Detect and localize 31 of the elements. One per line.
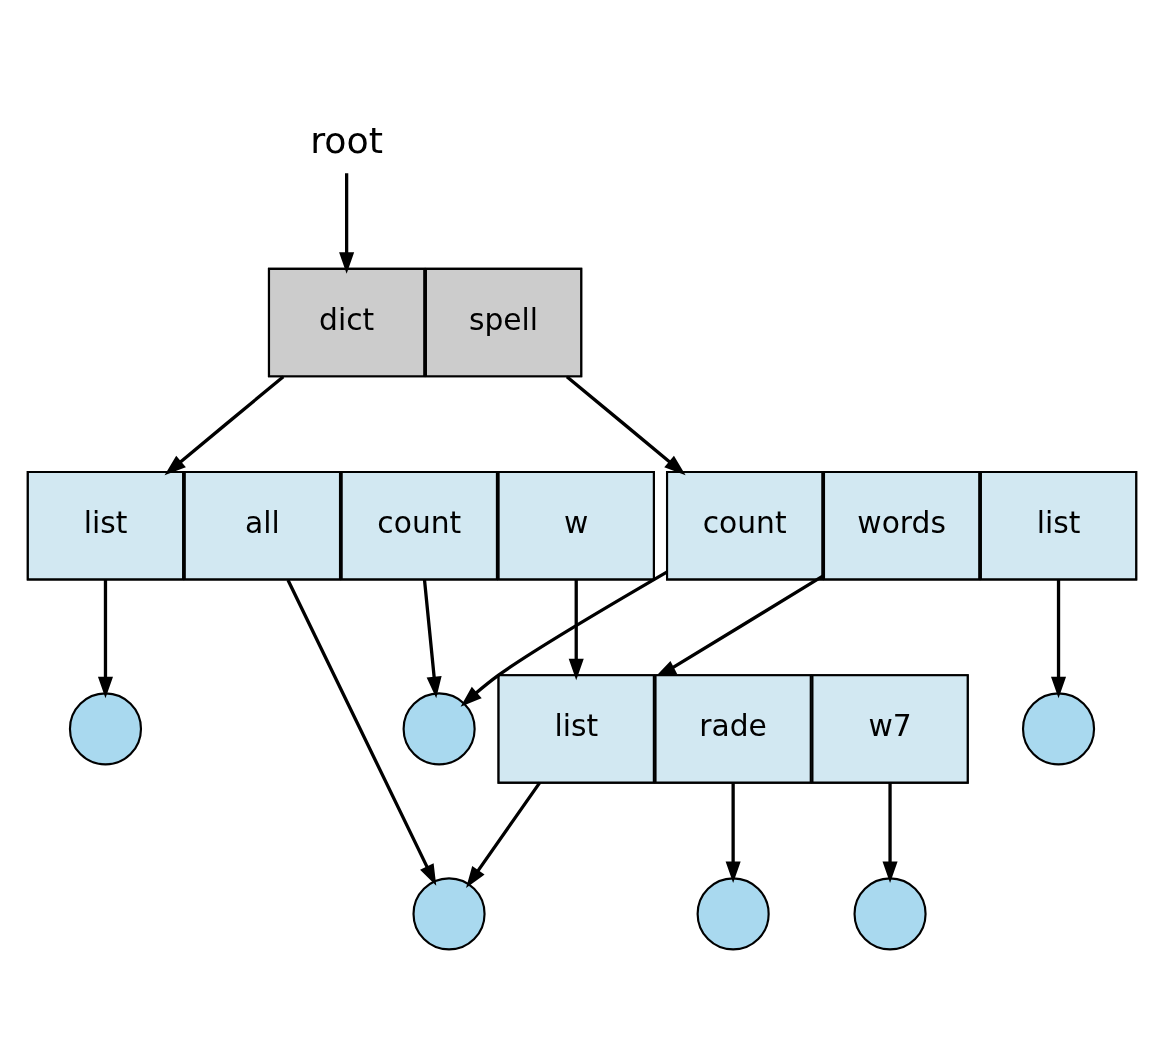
arrow	[460, 570, 668, 707]
arrow	[339, 172, 355, 274]
node-text: root	[310, 118, 384, 162]
node-box: w	[497, 470, 655, 580]
node-circle	[412, 876, 486, 950]
node-box: all	[183, 470, 342, 580]
node-box: words	[822, 470, 981, 580]
node-box: list	[26, 470, 185, 580]
node-box: count	[340, 470, 498, 580]
node-box: spell	[424, 267, 583, 377]
arrow	[568, 579, 584, 680]
node-circle	[402, 691, 476, 765]
node-box: w7	[811, 673, 969, 784]
arrow	[466, 781, 542, 888]
arrow	[725, 782, 741, 883]
node-circle	[853, 876, 927, 950]
node-circle	[1021, 691, 1096, 765]
node-circle	[696, 876, 770, 950]
arrow	[286, 578, 437, 886]
node-box: list	[979, 470, 1138, 580]
node-box: count	[666, 470, 824, 580]
node-circle	[68, 691, 143, 765]
arrow	[164, 374, 285, 475]
arrow	[1051, 579, 1067, 698]
arrow	[882, 782, 898, 883]
arrow	[565, 374, 686, 475]
node-box: dict	[267, 267, 426, 377]
node-box: rade	[654, 673, 812, 784]
arrow	[422, 579, 442, 698]
node-box: list	[497, 673, 655, 784]
arrow	[97, 579, 113, 698]
